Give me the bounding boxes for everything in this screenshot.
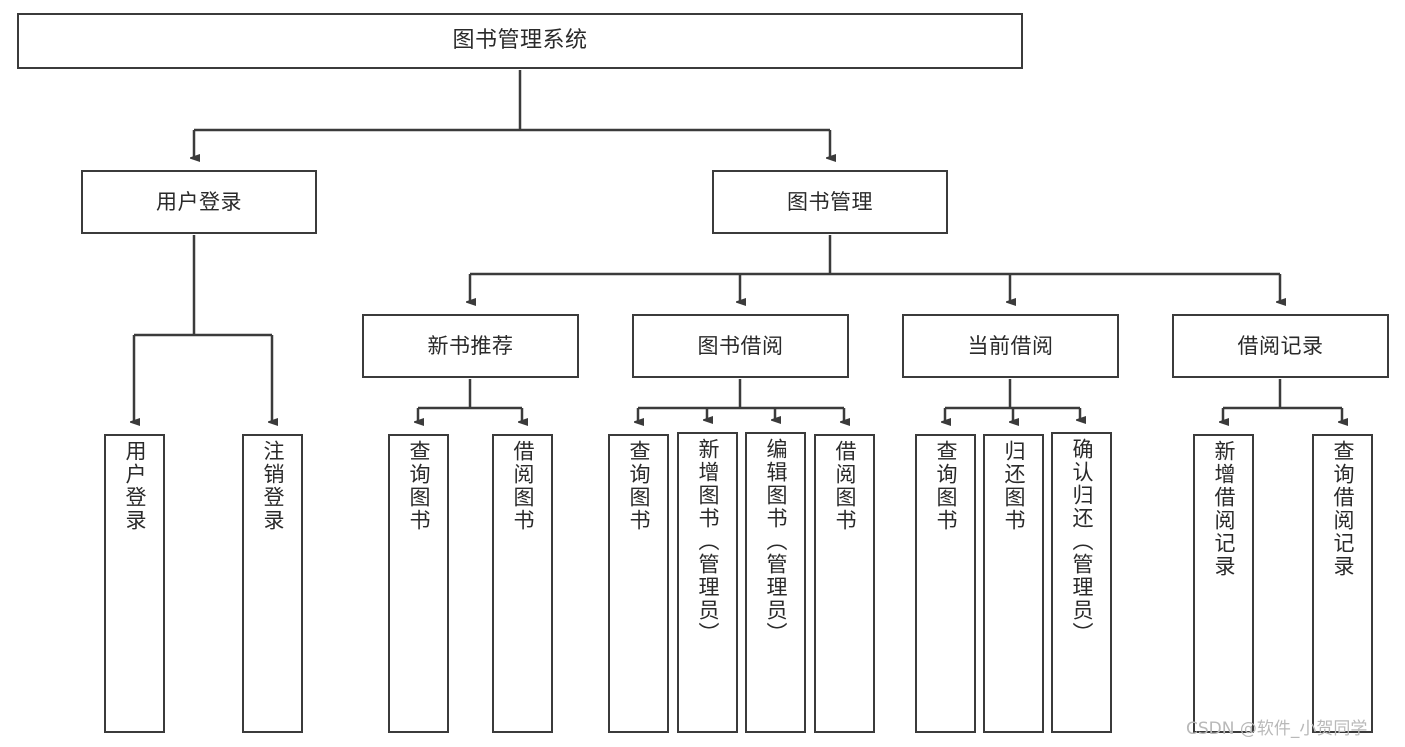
leaf-return-book[interactable]: 归还图书 [983,434,1044,733]
leaf-confirm-return-admin[interactable]: 确认归还（管理员） [1051,432,1112,733]
node-book-borrow[interactable]: 图书借阅 [632,314,849,378]
node-label: 图书管理 [787,189,873,214]
leaf-add-borrow-record[interactable]: 新增借阅记录 [1193,434,1254,733]
node-book-management[interactable]: 图书管理 [712,170,948,234]
node-root-system[interactable]: 图书管理系统 [17,13,1023,69]
node-label: 借阅图书 [833,440,857,532]
node-label: 查询图书 [407,440,431,532]
node-borrow-record[interactable]: 借阅记录 [1172,314,1389,378]
node-label: 用户登录 [156,189,242,214]
node-user-login[interactable]: 用户登录 [81,170,317,234]
node-label: 归还图书 [1002,440,1026,532]
node-label: 注销登录 [261,440,285,532]
leaf-query-book-borrow[interactable]: 查询图书 [608,434,669,733]
node-current-borrow[interactable]: 当前借阅 [902,314,1119,378]
node-label: 新增图书（管理员） [696,438,720,645]
node-label: 确认归还（管理员） [1070,438,1094,645]
node-label: 借阅图书 [511,440,535,532]
node-new-book-recommend[interactable]: 新书推荐 [362,314,579,378]
watermark: CSDN @软件_小贺同学 [1186,719,1368,739]
node-label: 新书推荐 [427,333,514,358]
node-label: 查询图书 [934,440,958,532]
node-label: 新增借阅记录 [1212,440,1236,578]
leaf-query-book-current[interactable]: 查询图书 [915,434,976,733]
leaf-borrow-book[interactable]: 借阅图书 [814,434,875,733]
leaf-borrow-book-recommend[interactable]: 借阅图书 [492,434,553,733]
leaf-user-login[interactable]: 用户登录 [104,434,165,733]
leaf-query-book-recommend[interactable]: 查询图书 [388,434,449,733]
node-label: 查询借阅记录 [1331,440,1355,578]
leaf-logout[interactable]: 注销登录 [242,434,303,733]
leaf-edit-book-admin[interactable]: 编辑图书（管理员） [745,432,806,733]
leaf-add-book-admin[interactable]: 新增图书（管理员） [677,432,738,733]
node-label: 借阅记录 [1237,333,1324,358]
node-label: 图书借阅 [697,333,784,358]
node-label: 当前借阅 [967,333,1054,358]
node-label: 编辑图书（管理员） [764,438,788,645]
node-label: 图书管理系统 [452,28,588,54]
node-label: 用户登录 [123,440,147,532]
leaf-query-borrow-record[interactable]: 查询借阅记录 [1312,434,1373,733]
node-label: 查询图书 [627,440,651,532]
